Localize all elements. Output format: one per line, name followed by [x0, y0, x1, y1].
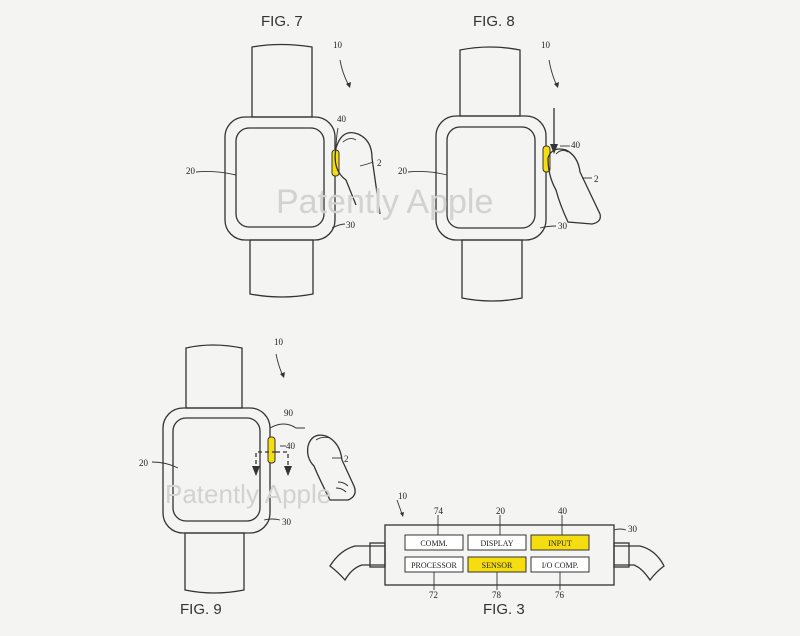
fig3-ref-10: 10	[398, 491, 408, 501]
fig8-band-bottom	[462, 240, 522, 301]
fig8-ref-40: 40	[571, 140, 581, 150]
fig3-ref-76: 76	[555, 590, 565, 600]
fig7-title: FIG. 7	[261, 13, 303, 30]
fig9-title: FIG. 9	[180, 601, 222, 618]
fig7-ref-20: 20	[186, 166, 196, 176]
fig8: FIG. 8 10 20 40 2 30	[398, 13, 600, 301]
fig3-ref-78: 78	[492, 590, 502, 600]
fig3-label-processor: PROCESSOR	[411, 561, 457, 570]
fig7-ref-2: 2	[377, 158, 382, 168]
fig9-ref-40: 40	[286, 441, 296, 451]
fig7-band-top	[252, 45, 312, 118]
fig9: 10 20 40 90 2 30 FIG. 9	[139, 337, 355, 618]
fig3-strap-left	[330, 546, 385, 580]
fig7-ref-40: 40	[337, 114, 347, 124]
fig3-label-input: INPUT	[548, 539, 572, 548]
fig3-ref-40: 40	[558, 506, 568, 516]
fig9-ref-90: 90	[284, 408, 294, 418]
fig3-label-display: DISPLAY	[480, 539, 513, 548]
fig3-title: FIG. 3	[483, 601, 525, 618]
fig7-band-bottom	[250, 240, 313, 297]
fig7-ref-30: 30	[346, 220, 356, 230]
fig3: COMM. DISPLAY INPUT PROCESSOR SENSOR I/O…	[330, 491, 664, 618]
watermark-top: Patently Apple	[276, 183, 493, 221]
fig3-ref-74: 74	[434, 506, 444, 516]
fig8-title: FIG. 8	[473, 13, 515, 30]
fig9-ref-30: 30	[282, 517, 292, 527]
fig7-ref10-arrow	[340, 60, 348, 84]
fig3-label-sensor: SENSOR	[482, 561, 513, 570]
fig3-ref-72: 72	[429, 590, 438, 600]
fig9-ref-2: 2	[344, 454, 349, 464]
fig9-band-bottom	[185, 533, 244, 593]
fig7-ref-10: 10	[333, 40, 343, 50]
fig8-ref-30: 30	[558, 221, 568, 231]
fig3-label-io: I/O COMP.	[542, 561, 578, 570]
fig8-band-top	[460, 47, 520, 116]
fig8-watch-case	[436, 116, 546, 240]
fig9-input-button	[268, 437, 275, 463]
fig7: FIG. 7 10 20 40 2 30	[186, 13, 382, 297]
fig8-ref-2: 2	[594, 174, 599, 184]
fig3-label-comm: COMM.	[420, 539, 447, 548]
fig8-ref-20: 20	[398, 166, 408, 176]
fig3-ref-20: 20	[496, 506, 506, 516]
fig7-watch-case	[225, 117, 335, 240]
fig9-ref-20: 20	[139, 458, 149, 468]
watermark-bottom: Patently Apple	[165, 479, 331, 509]
fig3-ref-30: 30	[628, 524, 638, 534]
fig9-ref-10: 10	[274, 337, 284, 347]
fig9-bracket	[270, 424, 305, 428]
fig9-band-top	[186, 345, 242, 408]
fig8-finger	[548, 149, 600, 224]
fig3-strap-right	[614, 546, 664, 580]
fig8-ref-10: 10	[541, 40, 551, 50]
fig3-housing	[385, 525, 614, 585]
